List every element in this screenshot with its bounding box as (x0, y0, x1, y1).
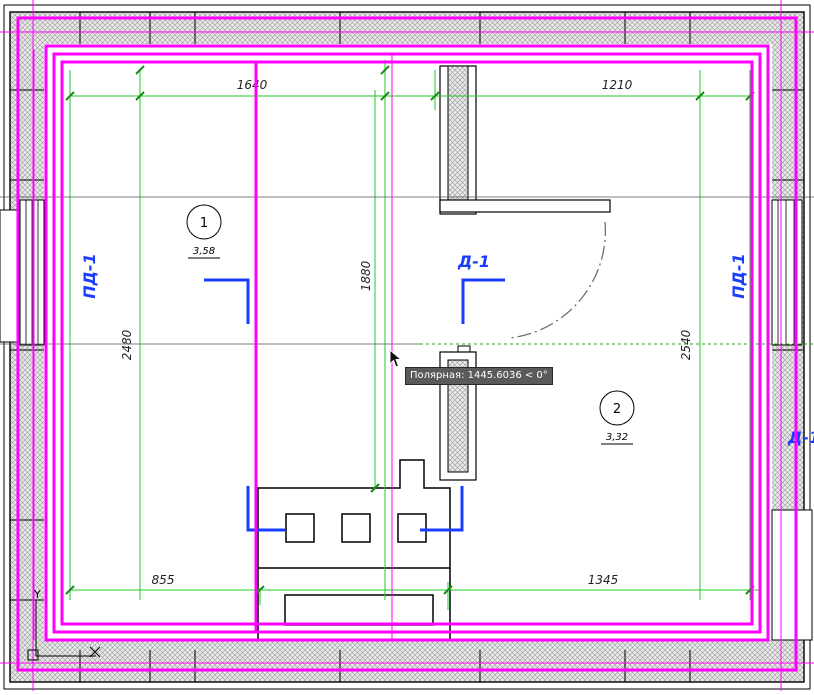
tag-right-pd: ПД-1 (729, 253, 748, 298)
section-marks (204, 278, 505, 532)
dim-bottom-left: 855 (152, 573, 175, 587)
dim-right-vertical: 2540 (679, 329, 693, 360)
dim-top-right: 1210 (602, 78, 633, 92)
room-number: 2 (613, 402, 621, 417)
guide-lines (0, 196, 814, 345)
dim-center-vertical: 1880 (359, 260, 373, 291)
window-left (0, 199, 45, 346)
tag-left-pd: ПД-1 (80, 253, 99, 298)
mouse-cursor-icon (389, 349, 403, 368)
tag-center-d: Д-1 (457, 252, 490, 271)
dim-top-left: 1640 (237, 78, 268, 92)
dimension-ticks (65, 65, 755, 595)
ucs-y-label: Y (33, 588, 41, 601)
polar-tracking-tooltip: Полярная: 1445.6036 < 0° (405, 367, 553, 385)
stove-block (257, 459, 451, 640)
room-marker-1: 1 3,58 (186, 204, 222, 259)
dim-left-vertical: 2480 (120, 329, 134, 360)
selection-highlight (16, 16, 798, 672)
room-area: 3,32 (606, 432, 628, 443)
outer-wall-hatch (3, 4, 811, 690)
ucs-icon (27, 600, 101, 661)
dim-bottom-right: 1345 (588, 573, 619, 587)
room-area: 3,58 (193, 246, 215, 257)
room-marker-2: 2 3,32 (599, 390, 635, 445)
door-swing-arc (509, 221, 606, 339)
tag-far-right-d: Д-1 (787, 428, 814, 447)
room-number: 1 (200, 216, 208, 231)
dimension-lines (69, 60, 760, 610)
